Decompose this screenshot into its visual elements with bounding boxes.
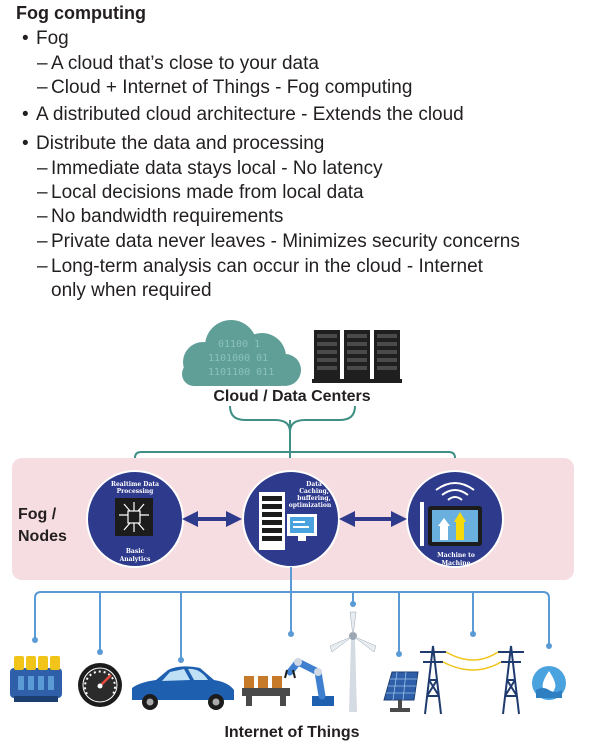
bullet-glyph: • [22, 133, 29, 154]
bullet-text: A distributed cloud architecture - Exten… [36, 104, 464, 125]
node-label: Analytics [119, 556, 151, 563]
bullet-item: • Fog [22, 28, 69, 50]
wifi-icon [435, 482, 475, 501]
speedometer-icon [78, 663, 122, 707]
dash-glyph: – [37, 206, 48, 227]
dash-glyph: – [37, 231, 48, 252]
node-label: Data [306, 481, 322, 488]
node-label: Machine [441, 560, 470, 567]
fog-label: Fog / [18, 506, 57, 523]
dash-glyph: – [37, 158, 48, 179]
slide-title: Fog computing [16, 3, 146, 23]
car-icon [132, 666, 234, 710]
wind-turbine-icon [329, 611, 377, 712]
robot-arm-icon [242, 658, 334, 706]
dash-glyph: – [37, 182, 48, 203]
node-label: Basic [126, 548, 145, 555]
cloud-binary-text: 01100 1 [218, 339, 260, 350]
bullet-text: Fog [36, 28, 69, 49]
power-tower-icon [420, 645, 524, 715]
fog-node-data-caching: Data Caching, buffering, optimization [242, 470, 340, 568]
bullet-text: Distribute the data and processing [36, 133, 325, 154]
antenna-icon [420, 502, 424, 546]
bullet-item: • A distributed cloud architecture - Exte… [22, 104, 464, 126]
cloud-binary-text: 1101000 01 [208, 353, 268, 364]
tablet-chart-icon [428, 506, 482, 546]
sub-bullet-item: –A cloud that’s close to your data [37, 53, 319, 75]
dash-glyph: – [37, 53, 48, 74]
sub-bullet-item: –Private data never leaves - Minimizes s… [37, 231, 520, 253]
sub-bullet-text: Long-term analysis can occur in the clou… [51, 256, 483, 277]
bullet-item: • Distribute the data and processing [22, 133, 324, 155]
node-label: Machine to [437, 552, 475, 559]
server-stack-icon [259, 492, 285, 550]
bullet-glyph: • [22, 104, 29, 125]
sub-bullet-item: –No bandwidth requirements [37, 206, 283, 228]
server-rack-icon [312, 330, 402, 383]
node-label: optimization [289, 502, 332, 509]
iot-label: Internet of Things [224, 724, 359, 741]
sub-bullet-text: A cloud that’s close to your data [51, 53, 319, 74]
water-drop-icon [532, 666, 566, 700]
sub-bullet-text: Local decisions made from local data [51, 182, 364, 203]
bullet-glyph: • [22, 28, 29, 49]
sub-bullet-text: Immediate data stays local - No latency [51, 158, 383, 179]
monitor-icon [287, 514, 317, 541]
node-label: Caching, [299, 488, 329, 495]
cloud-data-centers-label: Cloud / Data Centers [213, 388, 370, 405]
sub-bullet-text: Private data never leaves - Minimizes se… [51, 231, 520, 252]
sub-bullet-item: –Local decisions made from local data [37, 182, 364, 204]
node-label: Realtime Data [111, 481, 159, 488]
node-label: buffering, [297, 495, 330, 502]
dash-glyph: – [37, 77, 48, 98]
sub-bullet-item: –Cloud + Internet of Things - Fog comput… [37, 77, 412, 99]
fog-to-iot-connectors [34, 567, 550, 660]
cloud-binary-text: 1101100 011 [208, 367, 274, 378]
sub-bullet-item: –Immediate data stays local - No latency [37, 158, 383, 180]
sub-bullet-text: Cloud + Internet of Things - Fog computi… [51, 77, 413, 98]
sub-bullet-continuation: only when required [51, 280, 212, 301]
nodes-label: Nodes [18, 528, 67, 545]
cloud-icon: 01100 1 1101000 01 1101100 011 [182, 320, 301, 386]
node-label: Processing [117, 488, 155, 495]
fog-node-realtime-processing: Realtime Data Processing Basic Analytics [86, 470, 184, 568]
solar-panel-icon [383, 671, 419, 712]
connector-dots [32, 601, 552, 663]
engine-icon [10, 656, 62, 702]
fog-node-machine-to-machine: Machine to Machine [406, 470, 504, 568]
sub-bullet-text: No bandwidth requirements [51, 206, 284, 227]
dash-glyph: – [37, 256, 48, 277]
sub-bullet-item: –Long-term analysis can occur in the clo… [37, 256, 483, 278]
circuit-icon [119, 502, 149, 532]
